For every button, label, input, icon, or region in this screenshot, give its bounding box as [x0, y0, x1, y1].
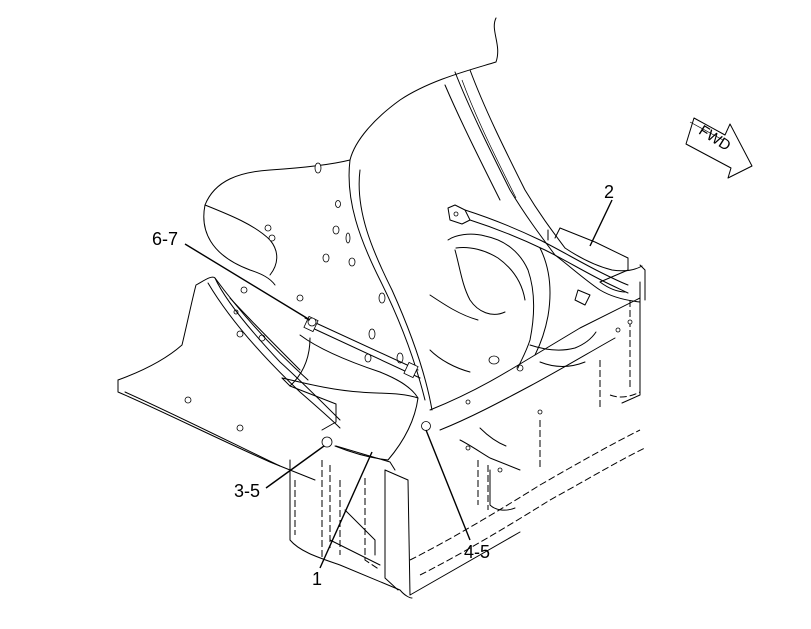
leader-lines — [184, 199, 613, 569]
seat-back-shell — [203, 17, 566, 411]
callout-3-5: 3-5 — [234, 481, 260, 501]
bolt-4-5 — [421, 421, 431, 431]
seat-pan-plate — [281, 334, 419, 471]
leader-4-5 — [425, 429, 471, 541]
callout-4-5: 4-5 — [464, 542, 490, 562]
rear-recess — [429, 233, 551, 373]
fwd-label: FWD — [696, 122, 734, 155]
bolt-3-5 — [321, 436, 333, 448]
leader-1 — [319, 451, 373, 569]
fasteners — [307, 317, 431, 448]
callout-labels: 6-7 2 3-5 1 4-5 — [152, 182, 614, 589]
cross-rod — [303, 315, 421, 379]
panel-holes — [184, 162, 404, 432]
seat-frame-base — [289, 281, 646, 599]
right-frame — [429, 247, 646, 511]
left-side-plate — [117, 276, 341, 481]
callout-1: 1 — [312, 569, 322, 589]
leader-6-7 — [184, 243, 311, 321]
leader-3-5 — [265, 445, 325, 489]
callout-6-7: 6-7 — [152, 229, 178, 249]
callout-2: 2 — [604, 182, 614, 202]
fwd-arrow-icon: FWD — [685, 117, 753, 179]
leader-2 — [589, 199, 613, 247]
rear-bracket — [447, 204, 629, 306]
